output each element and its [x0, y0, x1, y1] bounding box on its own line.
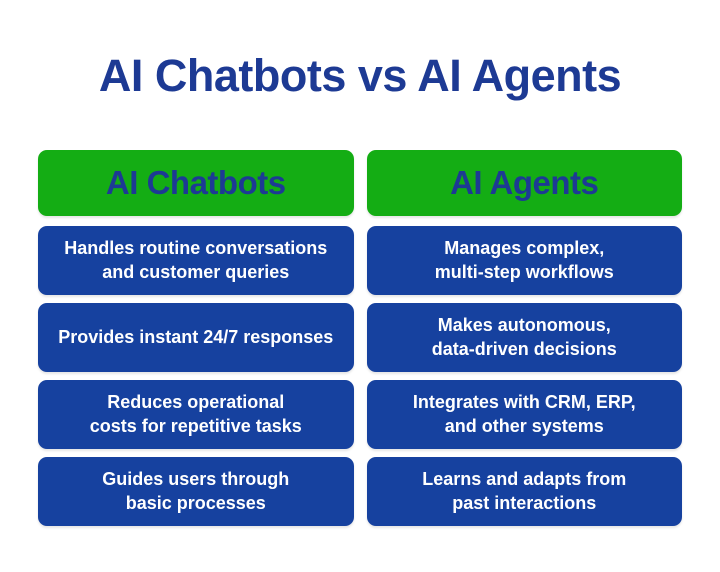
chatbots-card-2: Provides instant 24/7 responses: [38, 303, 354, 372]
chatbots-card-1: Handles routine conversations and custom…: [38, 226, 354, 295]
agents-card-2: Makes autonomous, data-driven decisions: [366, 303, 682, 372]
agents-card-3: Integrates with CRM, ERP, and other syst…: [366, 380, 682, 449]
chatbots-card-3: Reduces operational costs for repetitive…: [38, 380, 354, 449]
column-header-ai-chatbots: AI Chatbots: [38, 150, 354, 216]
comparison-columns: AI Chatbots Handles routine conversation…: [0, 102, 720, 526]
agents-card-4: Learns and adapts from past interactions: [366, 457, 682, 526]
page-title: AI Chatbots vs AI Agents: [98, 50, 622, 101]
chatbots-card-4: Guides users through basic processes: [38, 457, 354, 526]
column-ai-agents: AI Agents Manages complex, multi-step wo…: [366, 150, 682, 526]
column-ai-chatbots: AI Chatbots Handles routine conversation…: [38, 150, 354, 526]
column-header-ai-agents: AI Agents: [366, 150, 682, 216]
agents-card-1: Manages complex, multi-step workflows: [366, 226, 682, 295]
